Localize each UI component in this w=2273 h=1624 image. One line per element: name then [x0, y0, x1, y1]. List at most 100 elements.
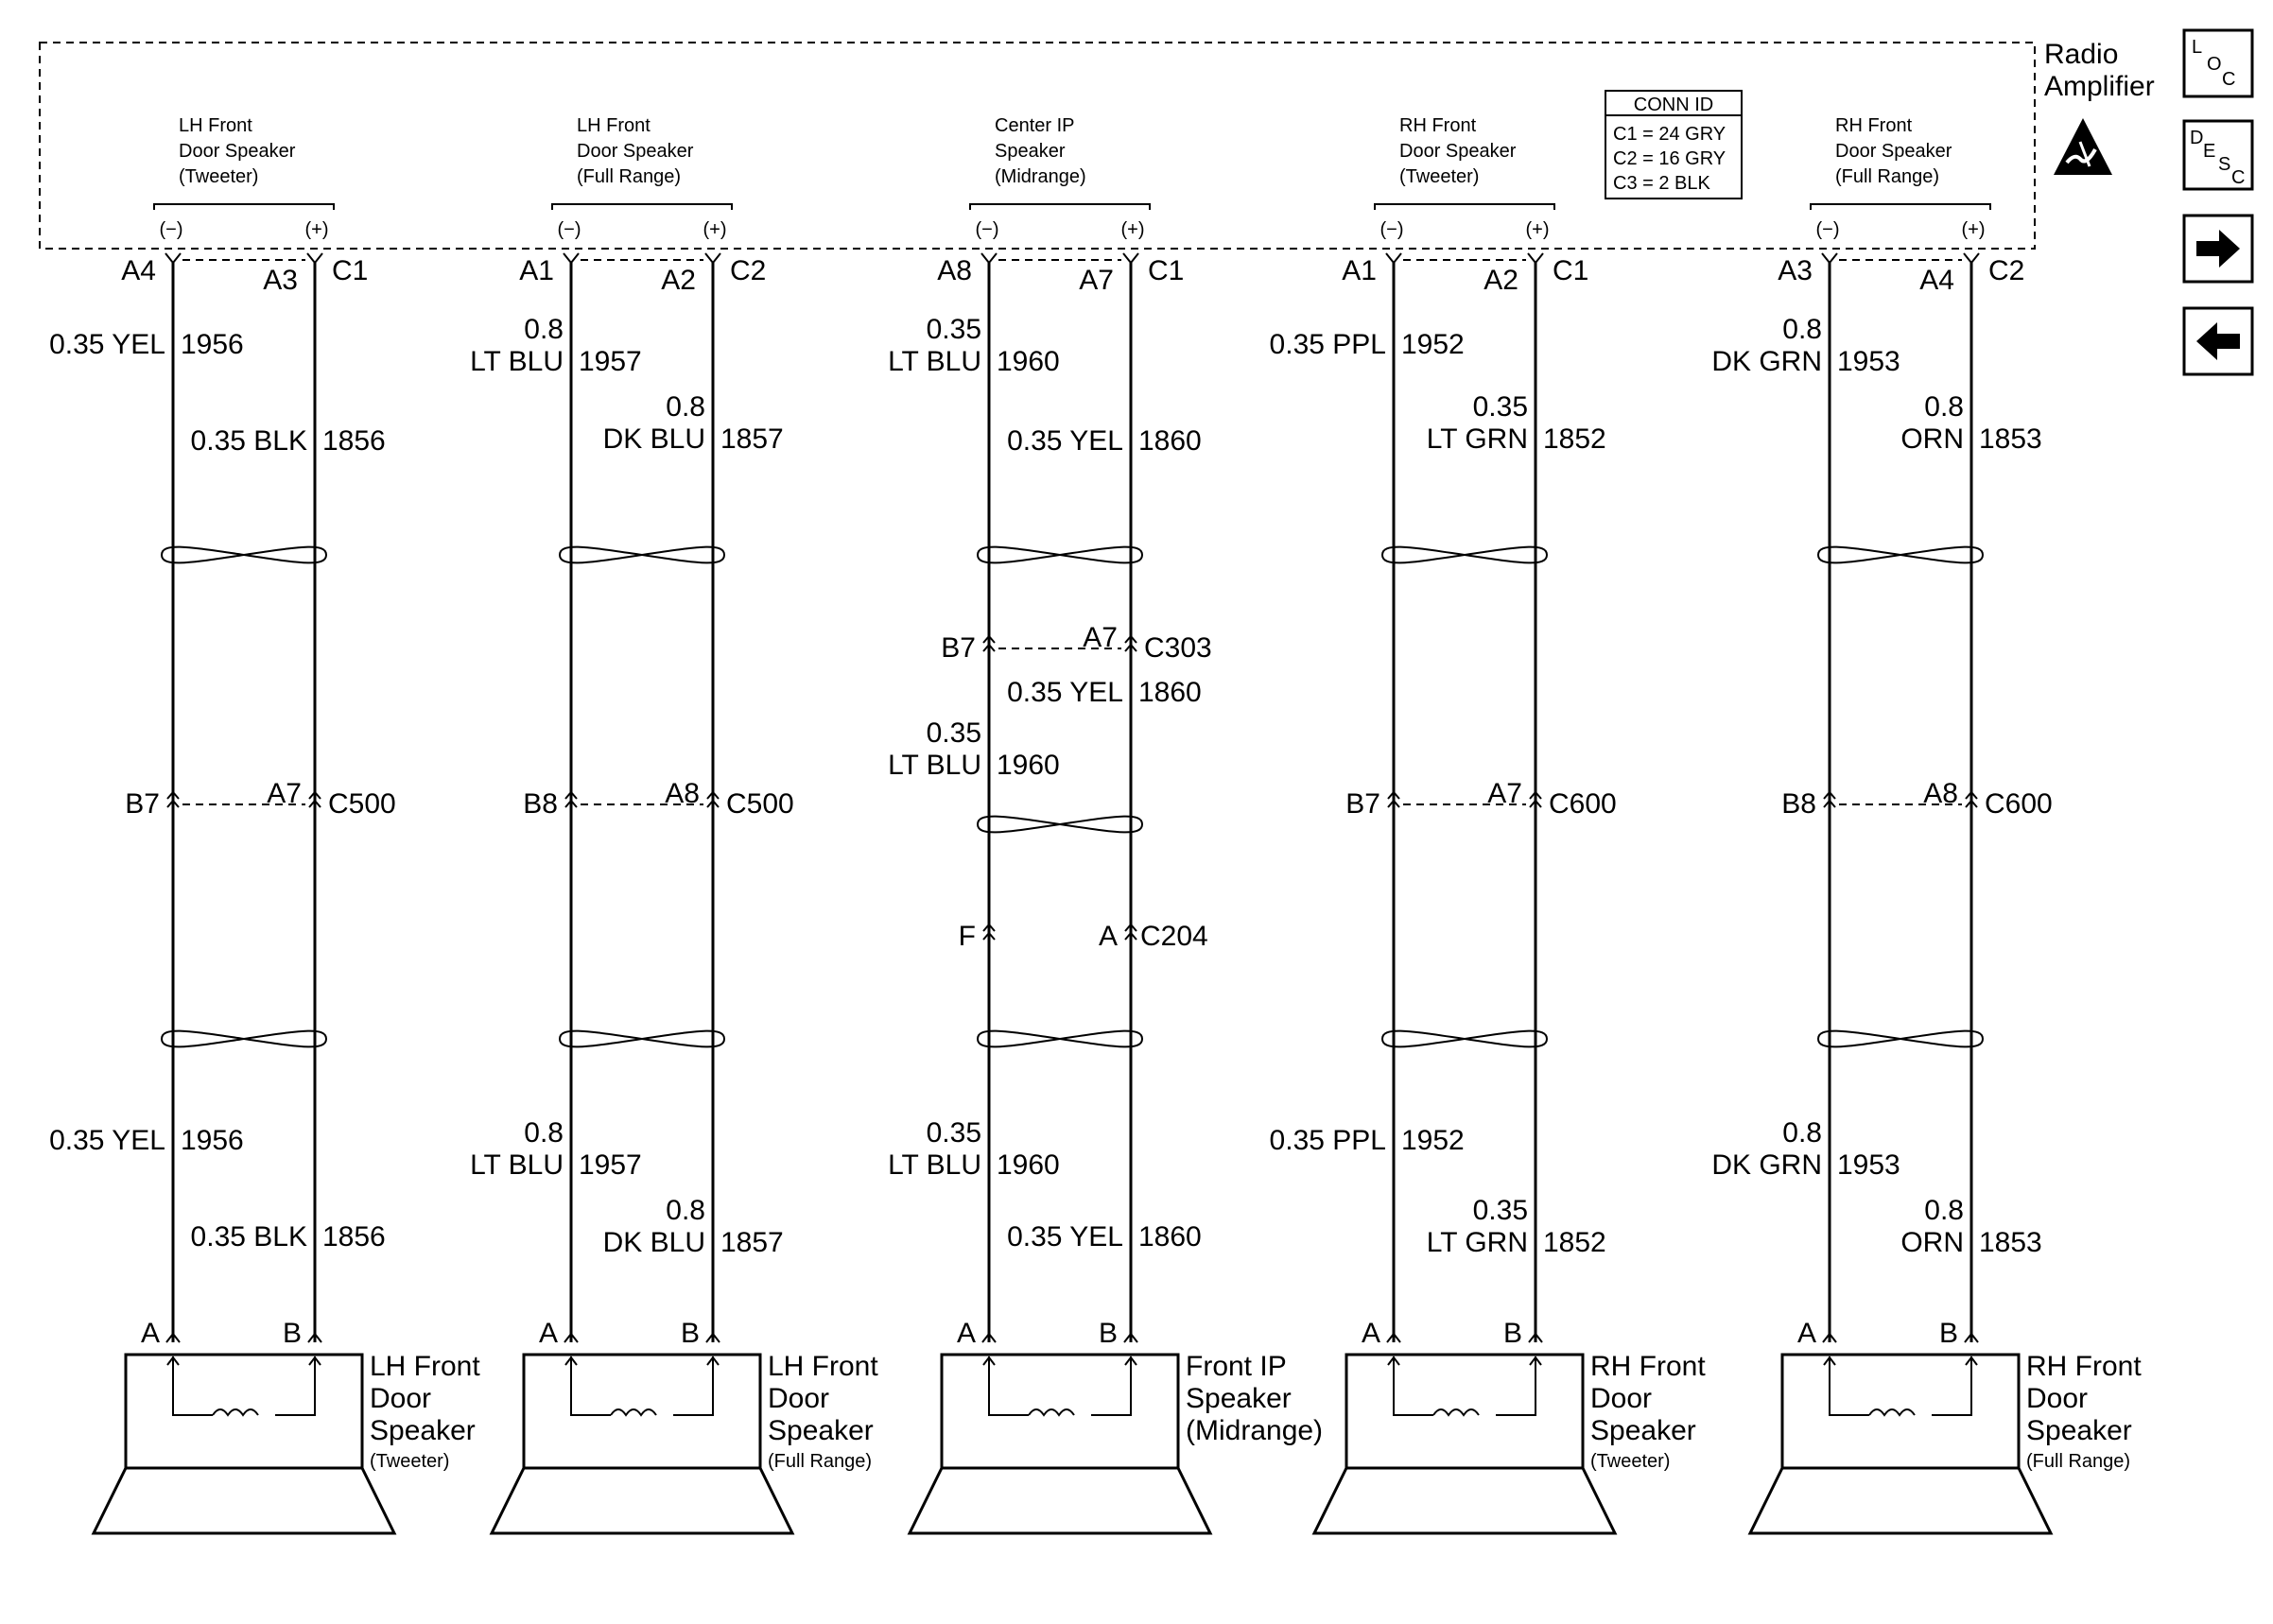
amp-output-label: (Midrange) [995, 166, 1086, 187]
plus-terminal-label: (+) [1526, 219, 1550, 240]
wire-right-lower-circuit: 1860 [1138, 1221, 1202, 1253]
wire-left-mid-color: LT BLU [888, 750, 981, 781]
wire-right-lower-spec: 0.35 BLK [191, 1221, 307, 1253]
connector-pin-label: A7 [1487, 778, 1522, 809]
desc-button[interactable]: D E S C [2182, 119, 2254, 191]
speaker-body [940, 1353, 1180, 1470]
voice-coil-leads [1829, 1356, 1972, 1416]
desc-letter: S [2218, 154, 2230, 175]
wire-left-lower-circuit: 1956 [181, 1125, 244, 1156]
wire-left-lower-spec: 0.35 PPL [1270, 1125, 1386, 1156]
connector-pin-label: A1 [519, 255, 554, 286]
voice-coil-symbol [1432, 1408, 1480, 1417]
amp-output-label: LH Front [179, 115, 252, 136]
speaker-name-label: (Midrange) [1186, 1415, 1323, 1446]
conn-id-row: C2 = 16 GRY [1613, 148, 1726, 169]
connector-symbol [1385, 252, 1544, 265]
previous-page-button[interactable] [2182, 306, 2254, 376]
amp-output-label: (Full Range) [577, 166, 681, 187]
loc-letter: L [2192, 37, 2202, 58]
wire-right-lower-circuit: 1856 [322, 1221, 386, 1253]
minus-terminal-label: (−) [558, 219, 581, 240]
twisted-pair-symbol [559, 1029, 725, 1048]
wire-left-upper-circuit: 1960 [997, 346, 1060, 377]
minus-terminal-label: (−) [1816, 219, 1840, 240]
twisted-pair-symbol [161, 1029, 327, 1048]
amp-output-label: Door Speaker [577, 141, 694, 162]
speaker-type-label: (Full Range) [2026, 1451, 2130, 1472]
twisted-pair-symbol [1381, 545, 1548, 564]
amp-output-label: (Full Range) [1835, 166, 1939, 187]
radio-amplifier-boundary [39, 42, 2036, 250]
esd-icon [2054, 118, 2112, 175]
desc-letter: C [2231, 167, 2245, 188]
speaker-name-label: RH Front [1590, 1351, 1706, 1382]
connector-symbol [1821, 252, 1980, 265]
wire-left-lower-circuit: 1952 [1401, 1125, 1465, 1156]
conn-id-table: CONN ID C1 = 24 GRY C2 = 16 GRY C3 = 2 B… [1605, 90, 1743, 199]
voice-coil-leads [172, 1356, 316, 1416]
voice-coil-arrows [1823, 1356, 1978, 1366]
wire-right-lower-circuit: 1852 [1543, 1227, 1606, 1258]
connector-pin-label: B7 [125, 788, 160, 820]
connector-pin-label: A4 [1919, 265, 1954, 296]
connector-pin-label: A [1099, 921, 1118, 952]
wire-left-upper-color: DK GRN [1711, 346, 1822, 377]
amp-output-label: Speaker [995, 141, 1066, 162]
inline-connector-symbol [982, 923, 996, 941]
connector-pin-label: A2 [1484, 265, 1518, 296]
twisted-pair-symbol [161, 545, 327, 564]
plus-terminal-label: (+) [703, 219, 727, 240]
voice-coil-symbol [1868, 1408, 1916, 1417]
speaker-connector-symbol [1822, 1332, 1979, 1343]
desc-letter: D [2190, 128, 2203, 148]
wire-right-lower-size: 0.35 [1473, 1195, 1528, 1226]
twisted-pair-symbol [1817, 545, 1984, 564]
plus-terminal-label: (+) [305, 219, 329, 240]
voice-coil-symbol [212, 1408, 259, 1417]
output-bracket [153, 203, 335, 210]
connector-pin-label: B7 [1345, 788, 1380, 820]
speaker-body [124, 1353, 364, 1470]
connector-symbol [165, 252, 323, 265]
wire-left-lower-circuit: 1957 [579, 1149, 642, 1181]
wire-right-upper-circuit: 1852 [1543, 423, 1606, 455]
next-page-button[interactable] [2182, 214, 2254, 284]
speaker-name-label: Speaker [1186, 1383, 1292, 1414]
speaker-name-label: Speaker [768, 1415, 874, 1446]
connector-symbol [980, 252, 1139, 265]
voice-coil-leads [988, 1356, 1132, 1416]
loc-button[interactable]: L O C [2182, 28, 2254, 98]
amp-output-label: Door Speaker [1399, 141, 1517, 162]
wire-right-upper-size: 0.8 [1924, 391, 1964, 423]
speaker-pin-label: B [283, 1318, 302, 1349]
wire-left-upper-circuit: 1952 [1401, 329, 1465, 360]
wire-left-mid-size: 0.35 [927, 717, 981, 749]
minus-terminal-label: (−) [976, 219, 999, 240]
wire-left-lower-size: 0.35 [927, 1117, 981, 1149]
wire-right-upper-spec: 0.35 BLK [191, 425, 307, 457]
wire-left-upper-circuit: 1957 [579, 346, 642, 377]
output-bracket [1810, 203, 1991, 210]
speaker-pin-label: A [1362, 1318, 1380, 1349]
speaker-pin-label: B [1939, 1318, 1958, 1349]
wire-right-upper-circuit: 1856 [322, 425, 386, 457]
speaker-pin-label: B [681, 1318, 700, 1349]
voice-coil-arrows [166, 1356, 321, 1366]
speaker-connector-symbol [165, 1332, 322, 1343]
connector-pin-label: A8 [937, 255, 972, 286]
wire-right-upper-circuit: 1860 [1138, 425, 1202, 457]
arrow-left-icon [2196, 322, 2240, 360]
wire-right-upper-circuit: 1853 [1979, 423, 2042, 455]
speaker-body [1345, 1353, 1585, 1470]
speaker-connector-symbol [564, 1332, 720, 1343]
amp-output-label: Door Speaker [1835, 141, 1952, 162]
output-bracket [969, 203, 1151, 210]
wire-right-lower-size: 0.8 [666, 1195, 705, 1226]
speaker-name-label: Door [2026, 1383, 2088, 1414]
voice-coil-leads [1393, 1356, 1536, 1416]
wire-left-upper-spec: 0.35 YEL [49, 329, 165, 360]
speaker-pin-label: A [141, 1318, 160, 1349]
connector-pin-label: A4 [121, 255, 156, 286]
